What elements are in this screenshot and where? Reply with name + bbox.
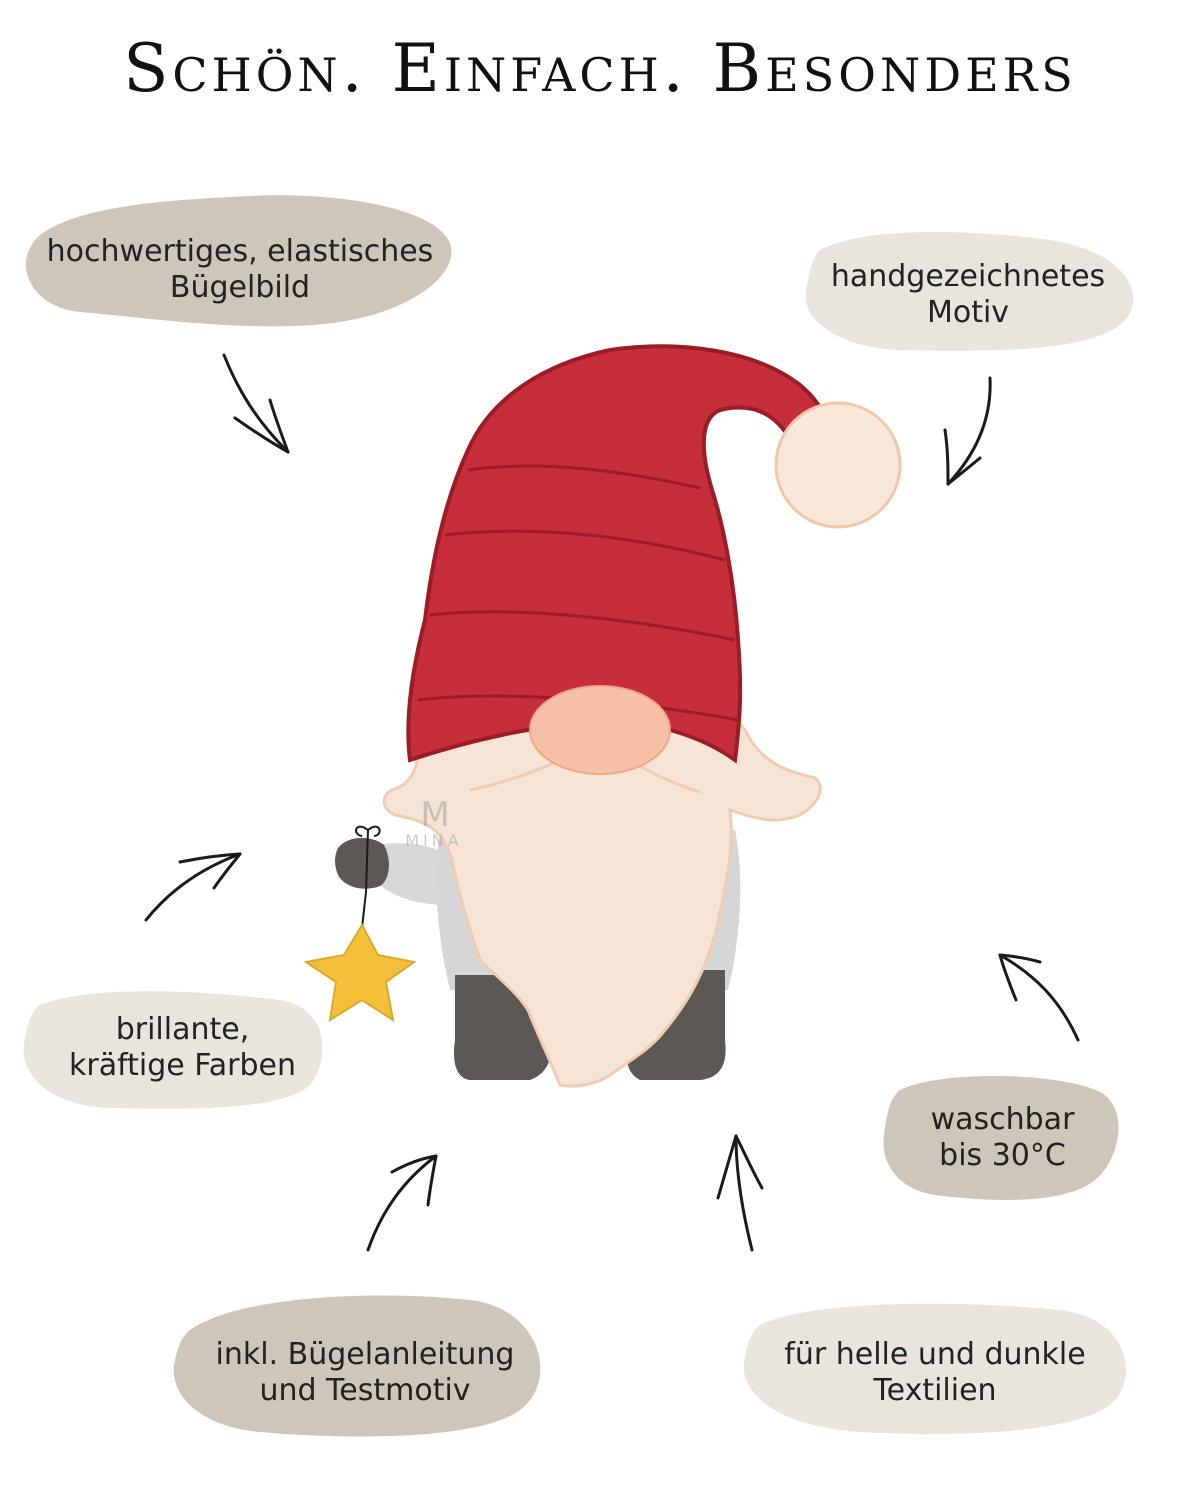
blob-handdrawn xyxy=(805,231,1134,351)
feature-instructions-line2: und Testmotiv xyxy=(259,1373,471,1408)
feature-washable-line2: bis 30°C xyxy=(939,1138,1066,1173)
gnome-arm-left xyxy=(380,843,455,905)
star-string xyxy=(361,829,369,929)
blob-instructions xyxy=(173,1295,541,1437)
arrow-colors-icon xyxy=(144,852,242,922)
feature-textiles-line2: Textilien xyxy=(873,1373,997,1408)
feature-washable: waschbar bis 30°C xyxy=(890,1098,1115,1178)
arrow-instructions-icon xyxy=(366,1154,438,1252)
gnome-mitten xyxy=(335,837,389,889)
gnome-beard xyxy=(382,699,822,1088)
watermark-text: MINA xyxy=(405,831,463,850)
feature-textiles: für helle und dunkle Textilien xyxy=(750,1333,1120,1413)
feature-colors-line1: brillante, xyxy=(115,1012,250,1047)
watermark-logo-icon: M xyxy=(420,795,449,835)
arrows xyxy=(144,353,1080,1252)
arrow-washable-icon xyxy=(998,953,1080,1042)
hat-pompom xyxy=(774,401,902,529)
blob-washable xyxy=(883,1075,1119,1200)
feature-washable-line1: waschbar xyxy=(930,1102,1075,1137)
arrow-handdrawn-icon xyxy=(943,376,992,486)
feature-elastic-line2: Bügelbild xyxy=(169,270,311,305)
feature-instructions-line1: inkl. Bügelanleitung xyxy=(215,1337,515,1372)
feature-elastic-line1: hochwertiges, elastisches xyxy=(46,234,434,269)
feature-textiles-line1: für helle und dunkle xyxy=(784,1337,1086,1372)
feature-handdrawn-line1: handgezeichnetes xyxy=(830,259,1106,294)
arrow-elastic-icon xyxy=(222,353,290,454)
feature-handdrawn-line2: Motiv xyxy=(926,295,1010,330)
page-title: Schön. Einfach. Besonders xyxy=(123,30,1077,107)
feature-elastic: hochwertiges, elastisches Bügelbild xyxy=(30,230,450,310)
feature-instructions: inkl. Bügelanleitung und Testmotiv xyxy=(180,1333,550,1413)
gnome-nose xyxy=(529,685,671,775)
arrow-textiles-icon xyxy=(716,1134,764,1252)
blob-colors xyxy=(23,991,323,1109)
star-icon xyxy=(303,922,417,1023)
bow-icon xyxy=(355,825,381,837)
feature-colors: brillante, kräftige Farben xyxy=(40,1008,325,1088)
blob-elastic xyxy=(25,195,452,327)
blob-textiles xyxy=(743,1303,1126,1435)
feature-colors-line2: kräftige Farben xyxy=(69,1048,296,1083)
watermark: M MINA xyxy=(398,798,470,850)
feature-handdrawn: handgezeichnetes Motiv xyxy=(808,255,1128,335)
gnome-illustration xyxy=(303,344,902,1088)
